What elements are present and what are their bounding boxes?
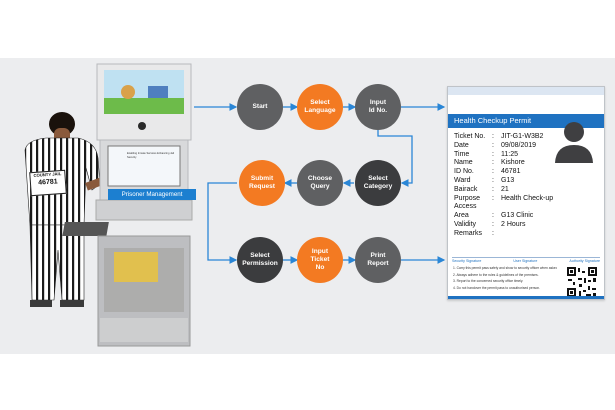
rule-item: 2. Always adhere to the rules & guidelin… <box>453 272 539 277</box>
field-row: ID No.:46781 <box>454 168 604 177</box>
field-value: Kishore <box>501 159 525 167</box>
kiosk-screen-text: Enabling Inmate Services Enhancing Jail … <box>127 152 175 159</box>
field-value: 09/08/2019 <box>501 141 537 149</box>
field-label: Ticket No. <box>454 133 486 140</box>
field-value: 2 Hours <box>501 220 526 228</box>
step-submit-request[interactable]: Submit Request <box>239 160 285 206</box>
field-label: Date <box>454 141 469 149</box>
field-value <box>501 230 604 239</box>
field-label: Time <box>454 150 470 158</box>
qr-code-icon <box>566 266 598 298</box>
security-signature-label: Security Signature <box>452 259 482 263</box>
field-value: G13 Clinic <box>501 212 534 220</box>
field-row: Name:Kishore <box>454 159 604 168</box>
field-label: Validity <box>454 220 477 228</box>
field-value: 11:25 <box>501 150 518 158</box>
signature-row: Security Signature User Signature Author… <box>452 259 600 263</box>
rule-item: 1. Carry this permit pass safely and sho… <box>453 266 557 270</box>
field-value: G13 <box>501 176 515 184</box>
rule-item: 3. Report to the concerned security offi… <box>453 279 524 283</box>
field-label: ID No. <box>454 168 474 176</box>
field-row: Date:09/08/2019 <box>454 142 604 151</box>
user-signature-label: User Signature <box>513 259 538 263</box>
field-row: Ward:G13 <box>454 177 604 186</box>
field-label: Name <box>454 159 473 167</box>
field-label: Remarks <box>454 229 483 237</box>
field-row: Time:11:25 <box>454 151 604 160</box>
field-value <box>501 203 604 212</box>
field-row: Validity:2 Hours <box>454 221 604 230</box>
field-row: Bairack:21 <box>454 186 604 195</box>
permit-footer-bar <box>448 296 604 299</box>
permit-title: Health Checkup Permit <box>448 114 604 128</box>
field-label: Ward <box>454 176 471 184</box>
field-label: Purpose <box>454 194 481 202</box>
permit-card: Health Checkup Permit Ticket No.:JIT-G1-… <box>447 86 605 300</box>
arrow-submit-to-permission <box>207 182 238 264</box>
step-select-permission[interactable]: Select Permission <box>237 237 283 283</box>
field-label: Area <box>454 212 469 220</box>
field-value: 46781 <box>501 168 521 176</box>
field-value: Health Check-up <box>501 194 554 202</box>
kiosk-label: Prisoner Management <box>108 189 196 200</box>
field-value: JIT-G1-W3B2 <box>501 133 544 140</box>
step-print-report[interactable]: Print Report <box>355 237 401 283</box>
field-label: Bairack <box>454 185 478 193</box>
user-avatar-icon <box>555 122 593 163</box>
step-choose-query[interactable]: Choose Query <box>297 160 343 206</box>
step-input-id[interactable]: Input Id No. <box>355 84 401 130</box>
field-label: Access <box>454 203 477 211</box>
permit-header-bg <box>448 87 604 113</box>
step-select-category[interactable]: Select Category <box>355 160 401 206</box>
arrow-input-to-category <box>377 130 413 187</box>
permit-fields: Ticket No.:JIT-G1-W3B2 Date:09/08/2019 T… <box>454 133 604 239</box>
rule-item: 4. Do not handover the permit pass to un… <box>453 285 541 290</box>
step-start[interactable]: Start <box>237 84 283 130</box>
field-row: Remarks: <box>454 230 604 239</box>
field-value: 21 <box>501 185 509 193</box>
field-row: Area:G13 Clinic <box>454 212 604 221</box>
field-row: Ticket No.:JIT-G1-W3B2 <box>454 133 604 142</box>
step-input-ticket[interactable]: Input Ticket No <box>297 237 343 283</box>
authority-signature-label: Authority Signature <box>569 259 600 263</box>
field-row: Access <box>454 203 604 212</box>
permit-rules: 1. Carry this permit pass safely and sho… <box>453 265 557 291</box>
step-select-language[interactable]: Select Language <box>297 84 343 130</box>
signature-line <box>452 257 600 258</box>
field-row: Purpose:Health Check-up <box>454 195 604 204</box>
